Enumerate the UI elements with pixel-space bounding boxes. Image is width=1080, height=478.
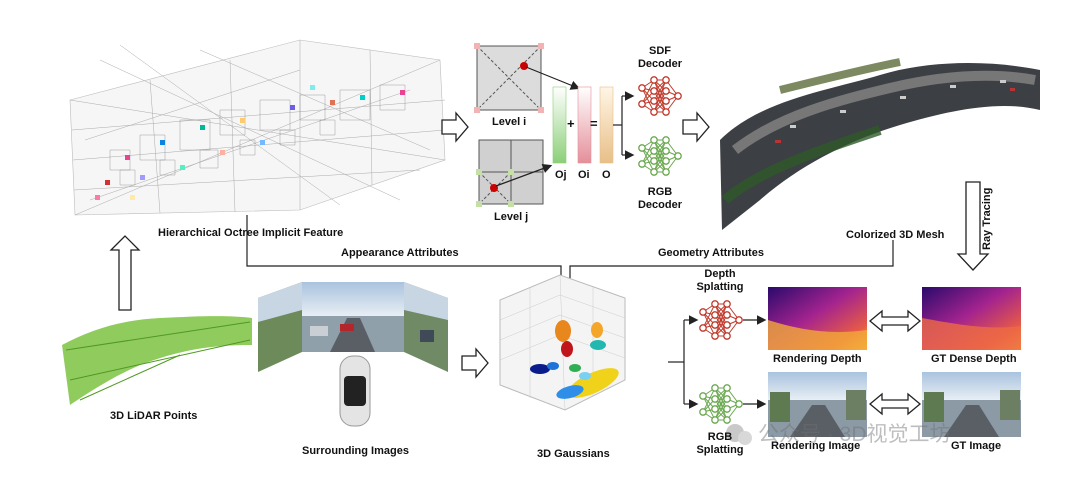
gt-dense-depth-image xyxy=(922,287,1021,350)
watermark-logo xyxy=(726,424,752,445)
depth-splatting-line2: Splatting xyxy=(696,281,744,293)
lidar-points-label: 3D LiDAR Points xyxy=(110,410,198,422)
arrow-depth-compare xyxy=(868,309,922,333)
plus-sign: + xyxy=(567,116,575,131)
surrounding-images-graphic xyxy=(258,282,448,427)
level-j-cell xyxy=(476,139,553,207)
rgb-splatting-label: RGB Splatting xyxy=(690,431,750,457)
rgb-decoder-line1: RGB xyxy=(647,186,673,198)
rendering-depth-image xyxy=(768,287,867,350)
hollow-arrows xyxy=(109,111,990,416)
lidar-points-graphic xyxy=(62,316,252,405)
octree-feature-graphic xyxy=(69,39,446,216)
surrounding-images-label: Surrounding Images xyxy=(302,445,409,457)
oi-label: Oi xyxy=(578,169,590,181)
geometry-attributes-label: Geometry Attributes xyxy=(658,247,764,259)
rgb-splatting-line2: Splatting xyxy=(696,444,744,456)
gt-dense-depth-label: GT Dense Depth xyxy=(931,353,1017,365)
watermark-text: 公众号 · 3D视觉工坊 xyxy=(758,423,951,446)
rgb-splatting-network xyxy=(699,384,743,424)
sdf-decoder-line1: SDF xyxy=(649,45,671,57)
oj-feature-bar xyxy=(552,86,567,164)
arrow-features-to-mesh xyxy=(682,111,710,143)
rgb-decoder-label: RGB Decoder xyxy=(634,186,686,212)
sdf-decoder-label: SDF Decoder xyxy=(634,45,686,71)
rgb-decoder-network xyxy=(638,136,682,176)
sdf-decoder-network xyxy=(638,76,682,116)
level-i-cell xyxy=(474,43,581,113)
ray-tracing-label: Ray Tracing xyxy=(981,187,993,250)
depth-splatting-line1: Depth xyxy=(704,268,736,280)
arrow-lidar-to-octree xyxy=(109,235,141,311)
arrow-gaussians-in xyxy=(461,347,489,379)
gt-image-label: GT Image xyxy=(951,440,1002,452)
colorized-mesh-label: Colorized 3D Mesh xyxy=(846,229,945,241)
arrow-ray-tracing xyxy=(956,181,990,271)
level-i-label: Level i xyxy=(492,116,527,128)
oj-label: Oj xyxy=(555,169,567,181)
arrow-image-compare xyxy=(868,392,922,416)
level-j-label: Level j xyxy=(494,211,529,223)
rgb-decoder-line2: Decoder xyxy=(637,199,683,211)
gaussians-graphic xyxy=(499,274,626,411)
car-topview-icon xyxy=(339,355,371,427)
appearance-attributes-label: Appearance Attributes xyxy=(341,247,459,259)
colorized-mesh-graphic xyxy=(720,58,1040,231)
rgb-splatting-line1: RGB xyxy=(707,431,733,443)
rendering-image-label: Rendering Image xyxy=(771,440,861,452)
oi-feature-bar xyxy=(577,86,592,164)
octree-label: Hierarchical Octree Implicit Feature xyxy=(158,227,344,239)
depth-splatting-label: Depth Splatting xyxy=(690,268,750,294)
gaussians-label: 3D Gaussians xyxy=(537,448,610,460)
arrow-octree-to-features xyxy=(441,111,469,143)
rendering-depth-label: Rendering Depth xyxy=(773,353,862,365)
o-label: O xyxy=(602,169,611,181)
rendering-image xyxy=(768,372,867,437)
equals-sign: = xyxy=(590,116,598,131)
gt-image xyxy=(922,372,1021,437)
depth-splatting-network xyxy=(699,300,743,340)
sdf-decoder-line2: Decoder xyxy=(637,58,683,70)
